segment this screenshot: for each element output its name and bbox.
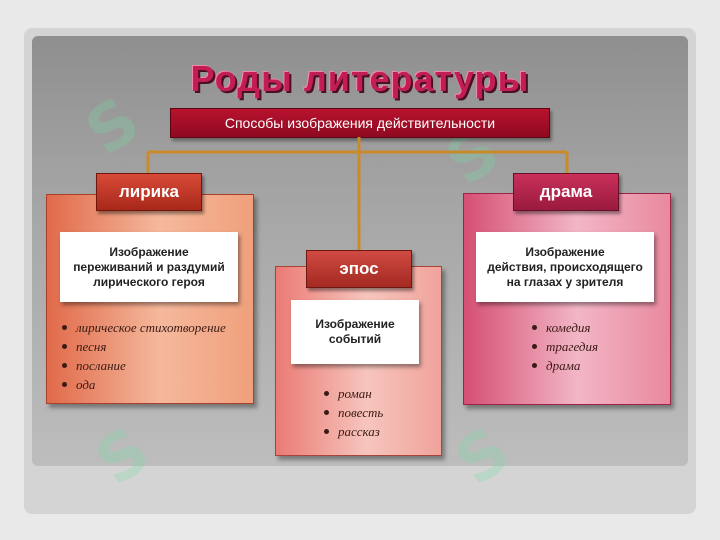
epos-label: эпос bbox=[306, 250, 412, 288]
drama-description: Изображение действия, происходящего на г… bbox=[476, 232, 654, 302]
lyric-description-line: Изображение bbox=[109, 244, 189, 259]
epos-genre-list: роман повесть рассказ bbox=[322, 384, 383, 441]
drama-genre-list: комедия трагедия драма bbox=[530, 318, 598, 375]
epos-description-line: событий bbox=[328, 332, 382, 346]
lyric-genre-list: лирическое стихотворение песня послание … bbox=[60, 318, 226, 394]
lyric-description-line: переживаний и раздумий bbox=[73, 259, 225, 274]
list-item: трагедия bbox=[530, 337, 598, 356]
drama-description-line: действия, происходящего bbox=[487, 259, 643, 274]
lyric-label: лирика bbox=[96, 173, 202, 211]
list-item: ода bbox=[60, 375, 226, 394]
list-item: комедия bbox=[530, 318, 598, 337]
epos-description-line: Изображение bbox=[315, 317, 395, 331]
list-item: рассказ bbox=[322, 422, 383, 441]
list-item: лирическое стихотворение bbox=[60, 318, 226, 337]
list-item: роман bbox=[322, 384, 383, 403]
diagram-title: Роды литературы bbox=[190, 58, 530, 99]
list-item: повесть bbox=[322, 403, 383, 422]
epos-description: Изображение событий bbox=[291, 300, 419, 364]
drama-description-line: Изображение bbox=[525, 244, 605, 259]
drama-description-line: на глазах у зрителя bbox=[506, 274, 624, 289]
lyric-description-line: лирического героя bbox=[93, 274, 205, 289]
drama-label: драма bbox=[513, 173, 619, 211]
list-item: песня bbox=[60, 337, 226, 356]
lyric-description: Изображение переживаний и раздумий лирич… bbox=[60, 232, 238, 302]
list-item: послание bbox=[60, 356, 226, 375]
list-item: драма bbox=[530, 356, 598, 375]
